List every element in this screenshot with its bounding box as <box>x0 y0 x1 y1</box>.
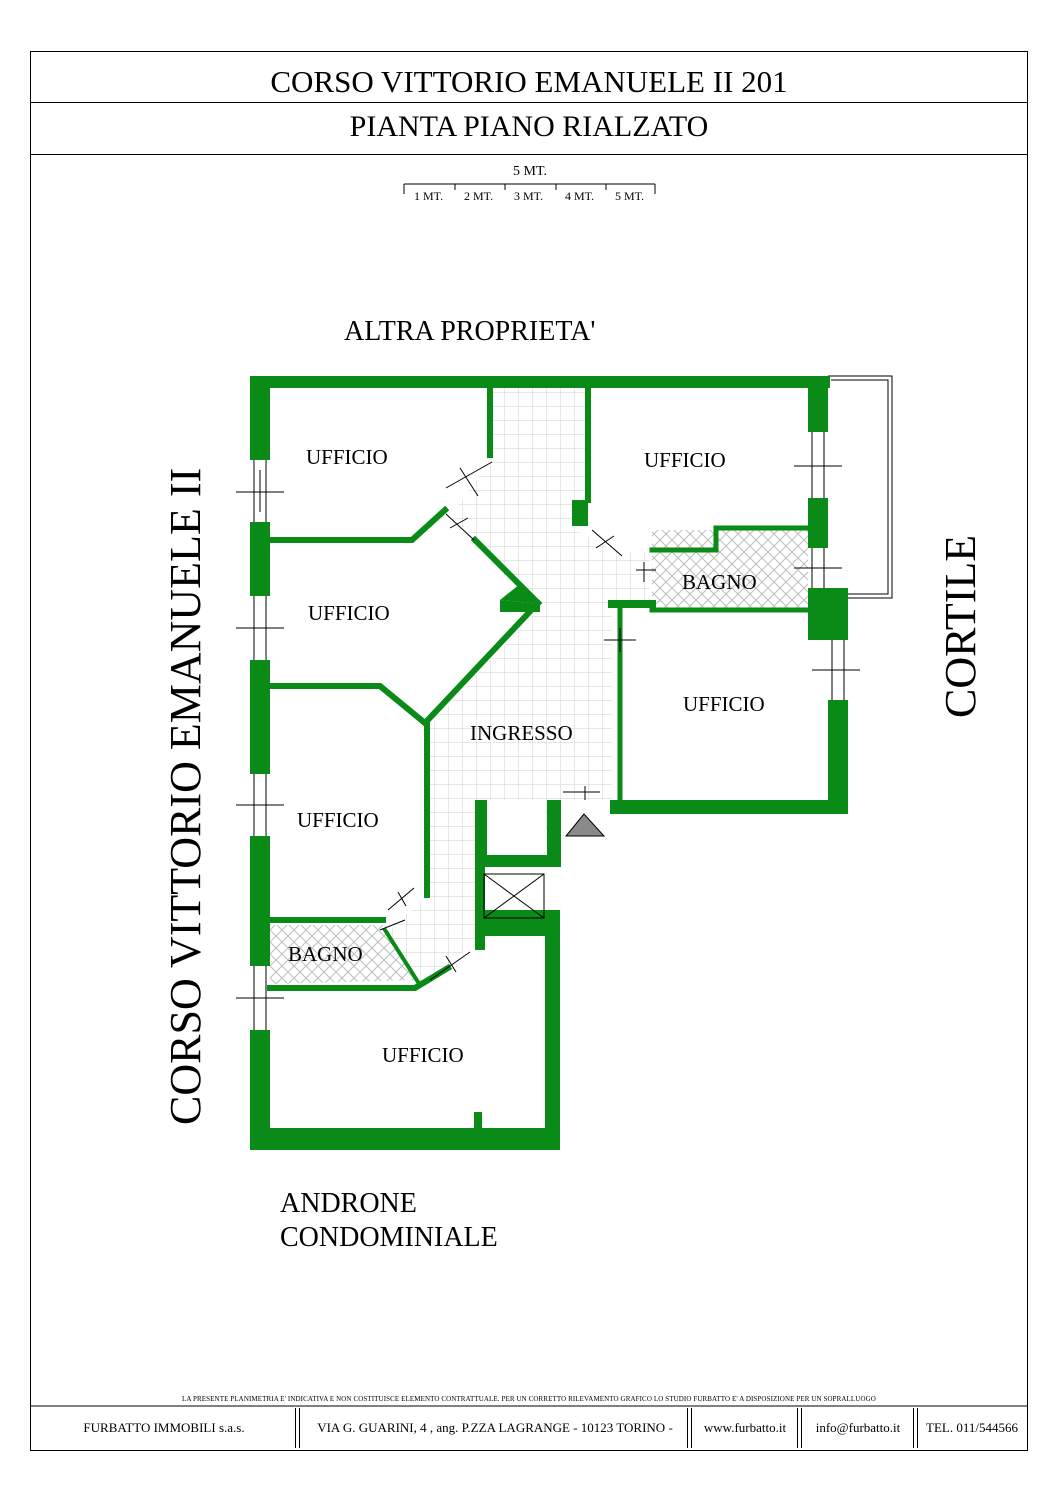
hallway-label: ANDRONE CONDOMINIALE <box>280 1187 498 1255</box>
balcony <box>828 375 893 599</box>
scale-tick-label: 2 MT. <box>464 189 494 203</box>
room-label: UFFICIO <box>306 445 388 469</box>
scale-tick-label: 3 MT. <box>514 189 544 203</box>
hallway-label-line1: ANDRONE <box>280 1188 417 1219</box>
footer-website[interactable]: www.furbatto.it <box>703 1420 787 1435</box>
footer-divider <box>797 1408 802 1448</box>
ingresso-floor <box>385 388 650 985</box>
address-title: CORSO VITTORIO EMANUELE II 201 <box>270 64 788 99</box>
footer-divider <box>295 1408 300 1448</box>
bagno-left-floor <box>270 925 418 984</box>
walls <box>250 376 848 1150</box>
room-label: UFFICIO <box>644 448 726 472</box>
room-label: UFFICIO <box>297 808 379 832</box>
room-label: UFFICIO <box>382 1043 464 1067</box>
room-label: UFFICIO <box>308 601 390 625</box>
footer-divider <box>687 1408 692 1448</box>
footer-email[interactable]: info@furbatto.it <box>815 1420 901 1435</box>
elevator-shaft <box>483 873 545 919</box>
scale-tick-label: 5 MT. <box>615 189 645 203</box>
doors <box>379 461 656 981</box>
disclaimer-text: LA PRESENTE PLANIMETRIA E' INDICATIVA E … <box>182 1395 876 1403</box>
scale-tick-label: 1 MT. <box>414 189 444 203</box>
courtyard-label: CORTILE <box>936 534 985 718</box>
scale-total-label: 5 MT. <box>513 164 547 179</box>
hallway-label-line2: CONDOMINIALE <box>280 1222 498 1253</box>
top-neighbor-label: ALTRA PROPRIETA' <box>344 316 596 347</box>
windows <box>236 432 860 1030</box>
drawing-frame <box>30 51 1028 1451</box>
room-label: UFFICIO <box>683 692 765 716</box>
footer-divider <box>913 1408 918 1448</box>
header-divider <box>30 102 1028 103</box>
header-divider <box>30 154 1028 155</box>
scale-tick-label: 4 MT. <box>565 189 595 203</box>
footer-phone: TEL. 011/544566 <box>926 1420 1018 1435</box>
footer: FURBATTO IMMOBILI s.a.s. VIA G. GUARINI,… <box>33 1408 1025 1448</box>
footer-address: VIA G. GUARINI, 4 , ang. P.ZZA LAGRANGE … <box>317 1420 673 1435</box>
plan-title: PIANTA PIANO RIALZATO <box>349 110 709 143</box>
footer-company: FURBATTO IMMOBILI s.a.s. <box>83 1420 245 1435</box>
room-label: BAGNO <box>288 942 363 966</box>
room-label: BAGNO <box>682 570 757 594</box>
room-label: INGRESSO <box>470 721 573 745</box>
street-label: CORSO VITTORIO EMANUELE II <box>161 467 210 1125</box>
scale-bar <box>403 183 656 194</box>
entrance-marker <box>564 813 606 837</box>
